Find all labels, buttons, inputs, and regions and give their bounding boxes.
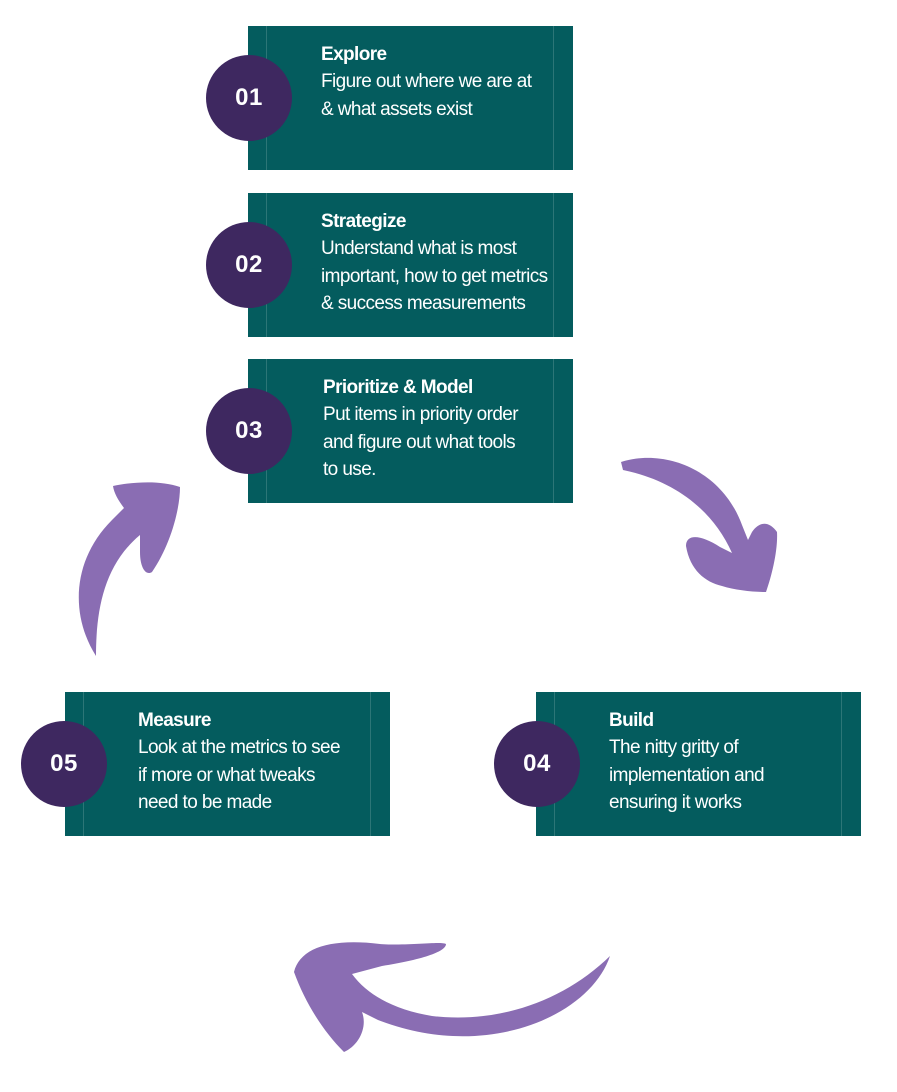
step-title: Build: [609, 710, 654, 731]
curved-arrow-down-right-icon: [621, 457, 778, 592]
step-title: Measure: [138, 710, 212, 731]
curved-arrow-up-right-icon: [78, 482, 180, 656]
step-description: The nitty gritty of implementation and e…: [609, 737, 765, 813]
step-card-strategize: Strategize Understand what is most impor…: [248, 193, 573, 337]
step-number-badge: 05: [21, 721, 107, 807]
step-description: Figure out where we are at & what assets…: [321, 71, 532, 120]
step-title: Prioritize & Model: [323, 377, 473, 398]
step-description: Put items in priority order and figure o…: [323, 404, 519, 480]
step-card-prioritize-model: Prioritize & Model Put items in priority…: [248, 359, 573, 503]
step-description: Look at the metrics to see if more or wh…: [138, 737, 341, 813]
step-number-badge: 01: [206, 55, 292, 141]
step-title: Explore: [321, 44, 387, 65]
step-card-measure: Measure Look at the metrics to see if mo…: [65, 692, 390, 836]
step-number-badge: 04: [494, 721, 580, 807]
step-number-badge: 03: [206, 388, 292, 474]
step-card-explore: Explore Figure out where we are at & wha…: [248, 26, 573, 170]
curved-arrow-left-icon: [294, 942, 610, 1052]
step-number-badge: 02: [206, 222, 292, 308]
step-description: Understand what is most important, how t…: [321, 238, 548, 314]
step-title: Strategize: [321, 211, 406, 232]
step-card-build: Build The nitty gritty of implementation…: [536, 692, 861, 836]
